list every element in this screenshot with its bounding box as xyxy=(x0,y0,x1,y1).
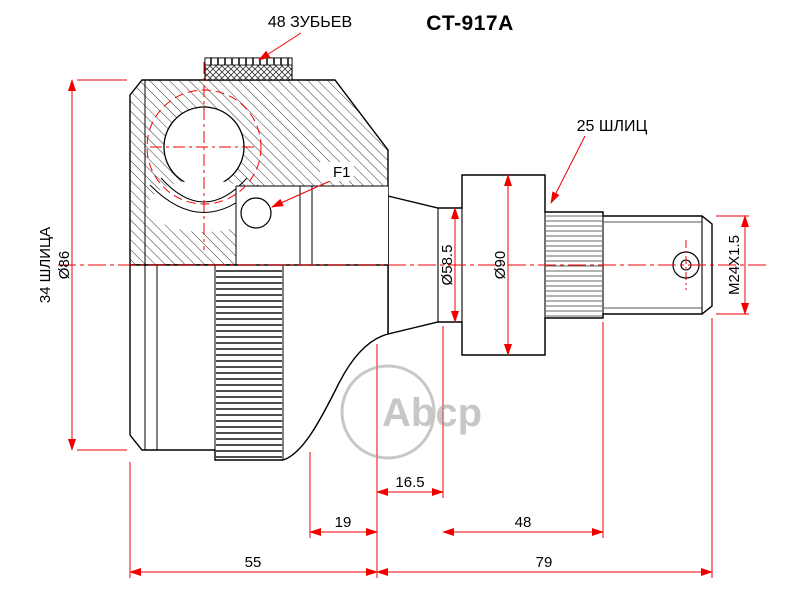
bottom-extension-lines xyxy=(129,318,713,578)
watermark: Abcp xyxy=(340,364,482,460)
length-16-5-label: 16.5 xyxy=(395,474,424,491)
inner-bore-lines xyxy=(235,185,388,265)
race-pitch-circle xyxy=(146,89,262,205)
diameter-58-label: Ø58.5 xyxy=(439,245,456,286)
length-19-label: 19 xyxy=(335,514,352,531)
thread-size-label: M24X1.5 xyxy=(726,235,743,295)
labels: CT-917A 48 ЗУБЬЕВ 25 ШЛИЦ F1 34 ШЛИЦА Ø8… xyxy=(37,12,743,571)
centerlines xyxy=(58,62,766,290)
bell-rim-bands xyxy=(144,265,284,460)
thread-lines xyxy=(604,221,703,309)
leader-48-teeth xyxy=(258,32,302,61)
serration-band xyxy=(216,268,282,458)
diameter-86-label: Ø86 xyxy=(56,251,73,279)
inner-splines-label: 34 ШЛИЦА xyxy=(37,227,54,303)
diameter-90-label: Ø90 xyxy=(492,251,509,279)
abs-ring-teeth xyxy=(204,57,293,66)
length-79-label: 79 xyxy=(536,554,553,571)
dimensions xyxy=(68,32,749,578)
f1-feature-circle xyxy=(240,197,272,229)
length-55-label: 55 xyxy=(245,554,262,571)
watermark-text: Abcp xyxy=(382,391,482,435)
length-48-label: 48 xyxy=(515,514,532,531)
bell-housing-exterior xyxy=(129,264,389,461)
f1-label: F1 xyxy=(333,164,351,181)
outer-splines-label: 25 ШЛИЦ xyxy=(577,118,648,135)
leader-f1 xyxy=(271,180,331,208)
f1-label-backdrop xyxy=(320,162,354,181)
watermark-circle xyxy=(340,364,436,460)
teeth-count-label: 48 ЗУБЬЕВ xyxy=(268,14,352,31)
leader-25-splines xyxy=(550,135,586,204)
part-number-title: CT-917A xyxy=(426,12,514,35)
